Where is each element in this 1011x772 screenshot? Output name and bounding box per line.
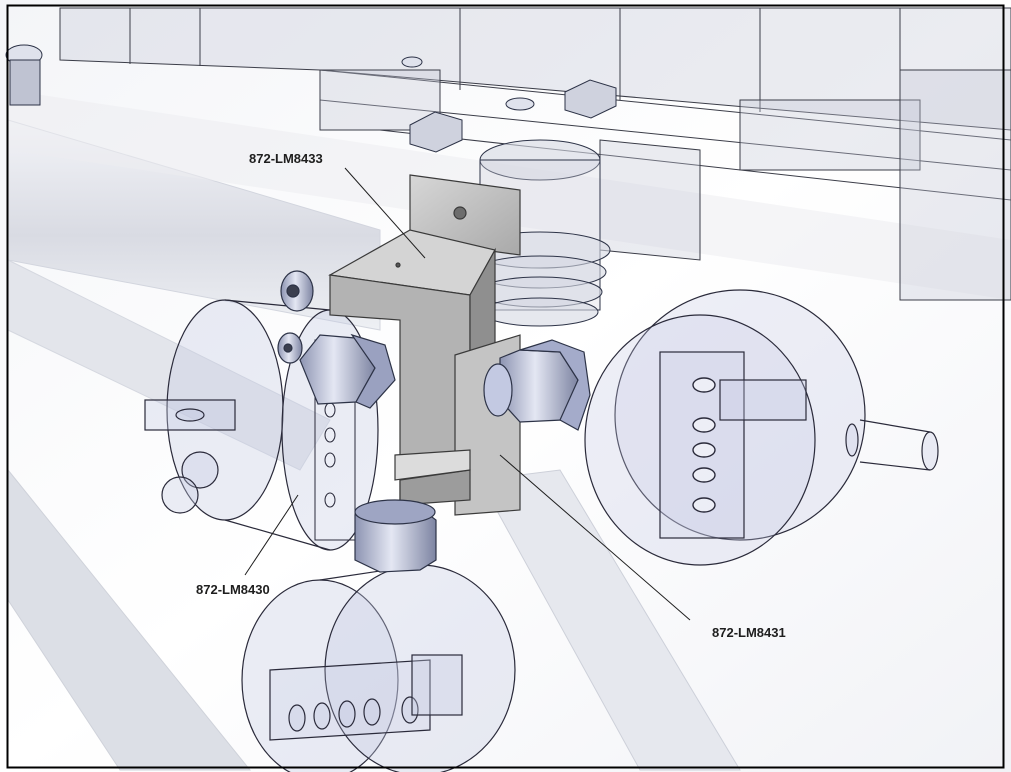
leader-left	[244, 494, 299, 576]
ghost-roller-bottom	[241, 564, 516, 772]
callout-top-label: 872-LM8433	[249, 151, 323, 166]
hex-nut-icon	[5, 44, 617, 153]
frame-border	[6, 4, 1005, 769]
callout-right-label: 872-LM8431	[712, 625, 786, 640]
ghost-hole-column	[314, 339, 356, 541]
hex-nut-icon	[299, 333, 591, 573]
cap-screw-icon	[277, 270, 314, 364]
ghost-roller-right	[584, 289, 939, 566]
leader-top	[344, 167, 426, 259]
leader-right	[499, 454, 691, 621]
callout-left-label: 872-LM8430	[196, 582, 270, 597]
leader-lines	[244, 167, 691, 621]
washer-icon	[692, 377, 716, 513]
